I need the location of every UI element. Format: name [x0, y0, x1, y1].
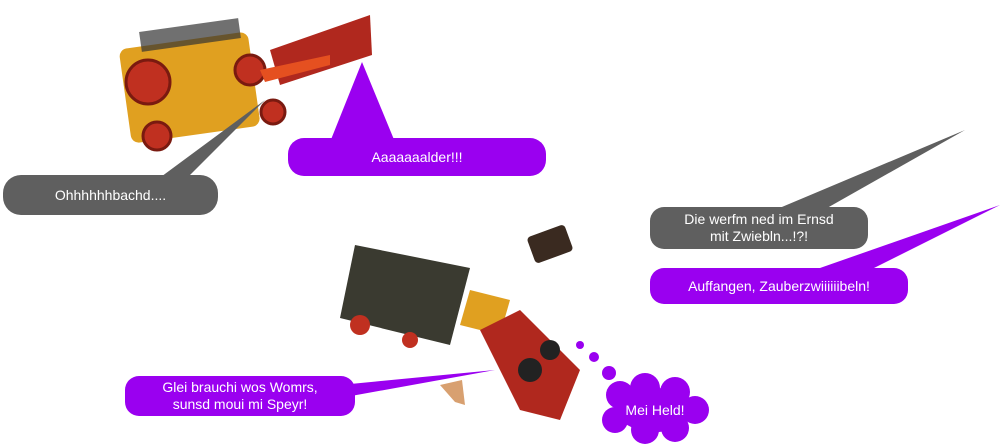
dark-carriage-bottom — [340, 225, 580, 420]
speech-bubble-ohhh — [3, 100, 265, 215]
bubble-text-werfm: Die werfm ned im Ernsd mit Zwiebln...!?! — [684, 211, 834, 244]
bubble-text-held: Mei Held! — [625, 402, 685, 418]
speech-bubble-glei — [125, 370, 495, 416]
bubble-text-auffangen: Auffangen, Zauberzwiiiiiibeln! — [688, 278, 870, 294]
thought-bubble-held — [576, 341, 709, 444]
orange-carriage-top — [119, 15, 372, 152]
bubble-text-ohhh: Ohhhhhhbachd.... — [54, 187, 167, 203]
speech-bubble-werfm — [650, 130, 965, 249]
bubble-text-aaaa: Aaaaaaalder!!! — [371, 149, 463, 165]
speech-bubble-aaaa — [288, 62, 546, 176]
bubble-text-glei: Glei brauchi wos Womrs, sunsd moui mi Sp… — [162, 379, 318, 412]
speech-bubble-auffangen — [650, 205, 1000, 304]
